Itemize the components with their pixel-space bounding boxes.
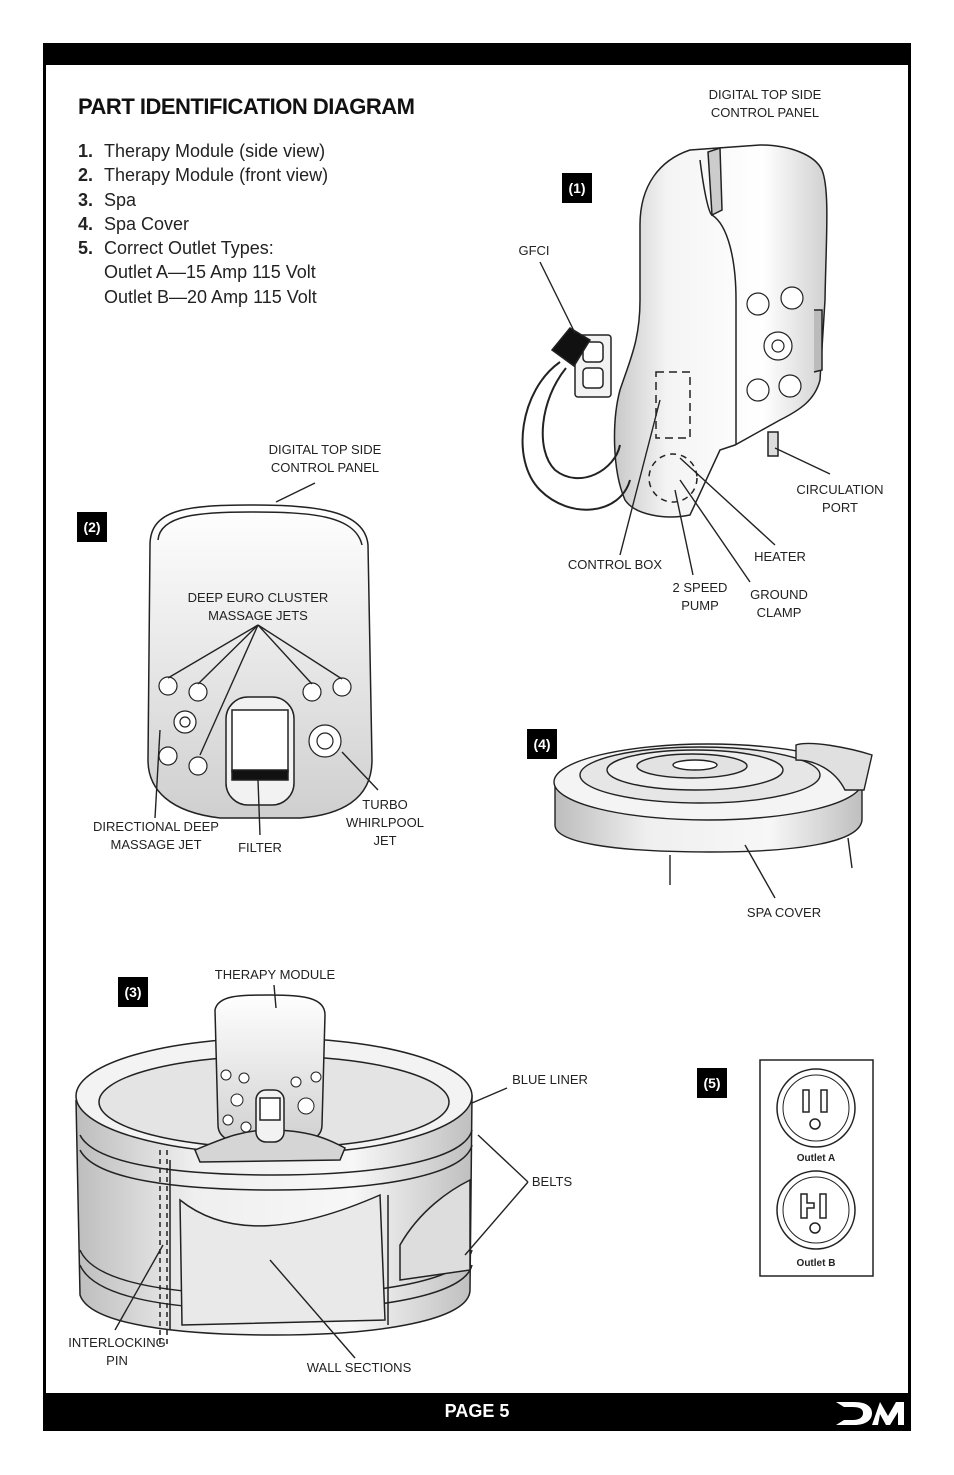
fig3-jets xyxy=(220,1069,322,1133)
fig1-leaders xyxy=(539,261,831,583)
label-blue-liner: BLUE LINER xyxy=(512,1072,588,1087)
figure-tag-1: (1) xyxy=(562,173,592,203)
top-bar xyxy=(43,43,911,65)
bottom-bar xyxy=(43,1393,911,1431)
therapy-module-front-view xyxy=(147,504,373,819)
label-outlet-a: Outlet A xyxy=(796,1153,836,1164)
label-filter: FILTER xyxy=(238,840,282,855)
fig3-leaders xyxy=(114,984,529,1359)
label-outlet-b: Outlet B xyxy=(796,1258,836,1269)
label-heater: HEATER xyxy=(754,549,806,564)
spa-cover-figure xyxy=(553,742,873,899)
page-title: PART IDENTIFICATION DIAGRAM xyxy=(78,94,415,119)
label-control-box: CONTROL BOX xyxy=(567,557,663,572)
legend-item: 4.Spa Cover xyxy=(78,213,190,234)
fig1-jets xyxy=(746,286,804,402)
label-spa-cover: SPA COVER xyxy=(746,905,822,920)
page-number: PAGE 5 xyxy=(444,1401,510,1421)
legend-item: 2.Therapy Module (front view) xyxy=(78,165,329,186)
legend-item: 5.Correct Outlet Types: xyxy=(78,238,274,259)
figure-tag-5: (5) xyxy=(697,1068,727,1098)
label-gfci: GFCI xyxy=(518,243,550,258)
label-therapy-module: THERAPY MODULE xyxy=(214,967,336,982)
spa-figure xyxy=(75,994,473,1345)
fig2-jets xyxy=(158,676,352,776)
figure-tag-4: (4) xyxy=(527,729,557,759)
figure-tag-2: (2) xyxy=(77,512,107,542)
fig2-leaders xyxy=(154,482,379,836)
figure-tag-3: (3) xyxy=(118,977,148,1007)
label-wall-sections: WALL SECTIONS xyxy=(306,1360,412,1375)
legend-subitem: Outlet A—15 Amp 115 Volt xyxy=(104,262,316,283)
legend-item: 1.Therapy Module (side view) xyxy=(78,141,326,161)
therapy-module-side-view xyxy=(521,144,828,518)
brand-logo xyxy=(836,1402,904,1425)
legend-subitem: Outlet B—20 Amp 115 Volt xyxy=(104,286,317,307)
outlets-figure xyxy=(759,1059,874,1277)
legend-list: 1.Therapy Module (side view) 2.Therapy M… xyxy=(78,139,328,309)
legend-item: 3.Spa xyxy=(78,189,137,210)
label-belts: BELTS xyxy=(531,1174,573,1189)
